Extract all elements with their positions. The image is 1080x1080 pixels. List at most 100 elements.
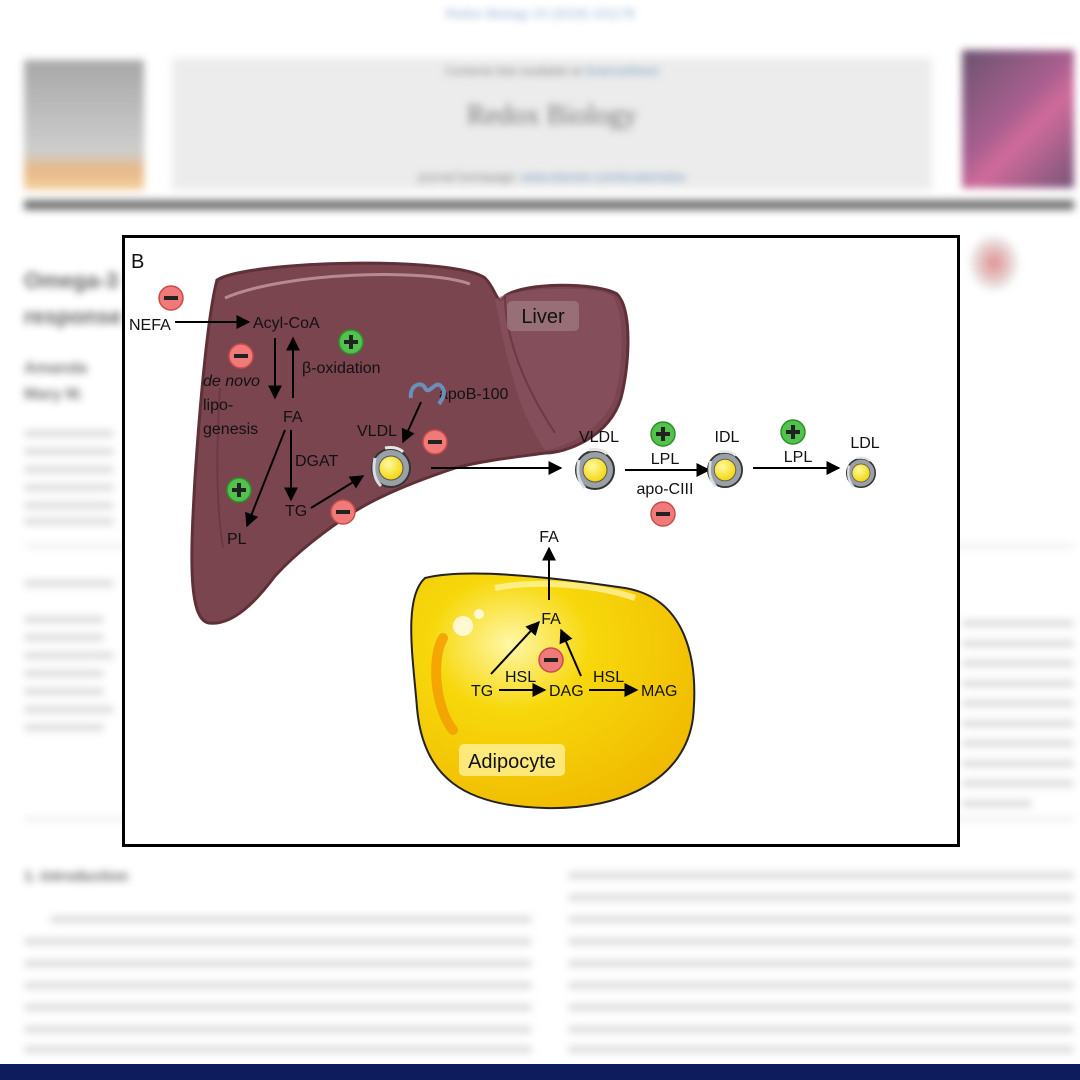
body-line xyxy=(568,1004,1074,1011)
ldl-particle xyxy=(845,456,877,489)
lipid-metabolism-diagram: B Liver NEFA Acyl-CoA β-oxidation de nov… xyxy=(129,251,880,810)
keyword-line xyxy=(24,724,104,731)
keyword-line xyxy=(24,688,104,695)
section-heading: 1. Introduction xyxy=(24,868,129,885)
de-novo-label: de novo xyxy=(203,373,260,390)
abstract-line xyxy=(962,660,1074,667)
header-divider xyxy=(24,200,1074,210)
nefa-label: NEFA xyxy=(129,317,171,334)
liver-fa-label: FA xyxy=(283,409,303,426)
idl-particle xyxy=(706,450,744,489)
beta-oxidation-label: β-oxidation xyxy=(302,360,381,377)
available-line: Contents lists available at ScienceDirec… xyxy=(172,64,932,78)
apo-ciii-label: apo-CIII xyxy=(637,481,694,498)
bottom-bar xyxy=(0,1064,1080,1080)
homepage-line: journal homepage: www.elsevier.com/locat… xyxy=(172,170,932,184)
liver-title: Liver xyxy=(521,306,565,328)
inhibit-badge-tg xyxy=(330,499,356,525)
inhibit-badge-apo-ciii xyxy=(650,501,676,527)
affiliation-line xyxy=(24,484,114,491)
body-line xyxy=(24,1004,532,1011)
stimulate-badge-beta-oxidation xyxy=(338,329,364,355)
sciencedirect-link[interactable]: ScienceDirect xyxy=(584,64,659,78)
stimulate-badge-pl xyxy=(226,477,252,503)
crossmark-icon[interactable] xyxy=(970,236,1018,290)
available-prefix: Contents lists available at xyxy=(445,64,582,78)
homepage-link[interactable]: www.elsevier.com/locate/redox xyxy=(521,170,686,184)
body-line xyxy=(568,1046,1074,1053)
arrow-dag-to-fa xyxy=(559,628,582,677)
journal-cover-thumbnail[interactable] xyxy=(962,50,1074,188)
liver-tg-label: TG xyxy=(285,503,307,520)
lpl-label-2: LPL xyxy=(784,449,813,466)
liver-vldl-particle xyxy=(370,446,412,489)
body-line xyxy=(568,938,1074,945)
keyword-line xyxy=(24,634,104,641)
article-title-line-2: response xyxy=(24,304,122,329)
journal-name: Redox Biology xyxy=(466,100,638,131)
affiliation-line xyxy=(24,430,114,437)
homepage-prefix: journal homepage: xyxy=(418,170,518,184)
hsl-label-2: HSL xyxy=(593,669,624,686)
body-line xyxy=(24,1026,532,1033)
abstract-line xyxy=(962,680,1074,687)
doi-link[interactable]: Redox Biology 24 (2019) 101178 xyxy=(445,6,635,21)
body-line xyxy=(24,1046,532,1053)
vldl-label: VLDL xyxy=(579,429,619,446)
stimulate-badge-lpl-1 xyxy=(650,421,676,447)
adipocyte-tg-label: TG xyxy=(471,683,493,700)
pl-label: PL xyxy=(227,531,247,548)
liver-vldl-label: VLDL xyxy=(357,423,397,440)
affiliation-line xyxy=(24,448,114,455)
adipocyte-fa-label: FA xyxy=(541,611,561,628)
journal-header: Contents lists available at ScienceDirec… xyxy=(172,58,932,190)
mag-label: MAG xyxy=(641,683,677,700)
article-title: Omega-3 xyxy=(24,268,119,293)
publisher-logo xyxy=(24,60,144,190)
body-line xyxy=(568,960,1074,967)
arrow-apob-to-vldl xyxy=(401,401,422,444)
inhibit-badge-vldl xyxy=(422,429,448,455)
stimulate-badge-lpl-2 xyxy=(780,419,806,445)
body-line xyxy=(24,982,532,989)
dag-label: DAG xyxy=(549,683,584,700)
acyl-coa-label: Acyl-CoA xyxy=(253,315,320,332)
keyword-line xyxy=(24,670,104,677)
abstract-line xyxy=(962,700,1074,707)
body-line xyxy=(568,894,1074,901)
adipocyte-title: Adipocyte xyxy=(468,751,556,773)
lipo-label: lipo- xyxy=(203,397,233,414)
ldl-label: LDL xyxy=(850,435,879,452)
figure-panel-b[interactable]: B Liver NEFA Acyl-CoA β-oxidation de nov… xyxy=(122,235,960,847)
keyword-line xyxy=(24,652,114,659)
body-line xyxy=(568,1026,1074,1033)
article-authors: Amanda xyxy=(24,360,88,377)
body-line xyxy=(568,872,1074,879)
abstract-line xyxy=(962,740,1074,747)
panel-label: B xyxy=(131,251,144,273)
hsl-label-1: HSL xyxy=(505,669,536,686)
keyword-line xyxy=(24,616,104,623)
body-line xyxy=(24,938,532,945)
affiliation-line xyxy=(24,518,114,525)
abstract-line xyxy=(962,800,1032,807)
abstract-line xyxy=(962,760,1074,767)
abstract-line xyxy=(962,620,1074,627)
liver-title-box: Liver xyxy=(507,301,579,331)
fa-out-label: FA xyxy=(539,529,559,546)
idl-label: IDL xyxy=(715,429,740,446)
vldl-particle xyxy=(574,448,616,491)
arrow-fa-to-pl xyxy=(245,429,286,528)
keywords-line xyxy=(24,580,114,587)
adipocyte-title-box xyxy=(459,744,565,776)
inhibit-badge-nefa xyxy=(158,285,184,311)
apob-100-icon xyxy=(408,382,447,406)
body-line xyxy=(568,916,1074,923)
abstract-line xyxy=(962,780,1074,787)
abstract-line xyxy=(962,720,1074,727)
body-line xyxy=(568,982,1074,989)
body-line xyxy=(24,960,532,967)
article-authors-line-2: Mary M. xyxy=(24,386,84,403)
dgat-label: DGAT xyxy=(295,453,338,470)
keyword-line xyxy=(24,706,114,713)
